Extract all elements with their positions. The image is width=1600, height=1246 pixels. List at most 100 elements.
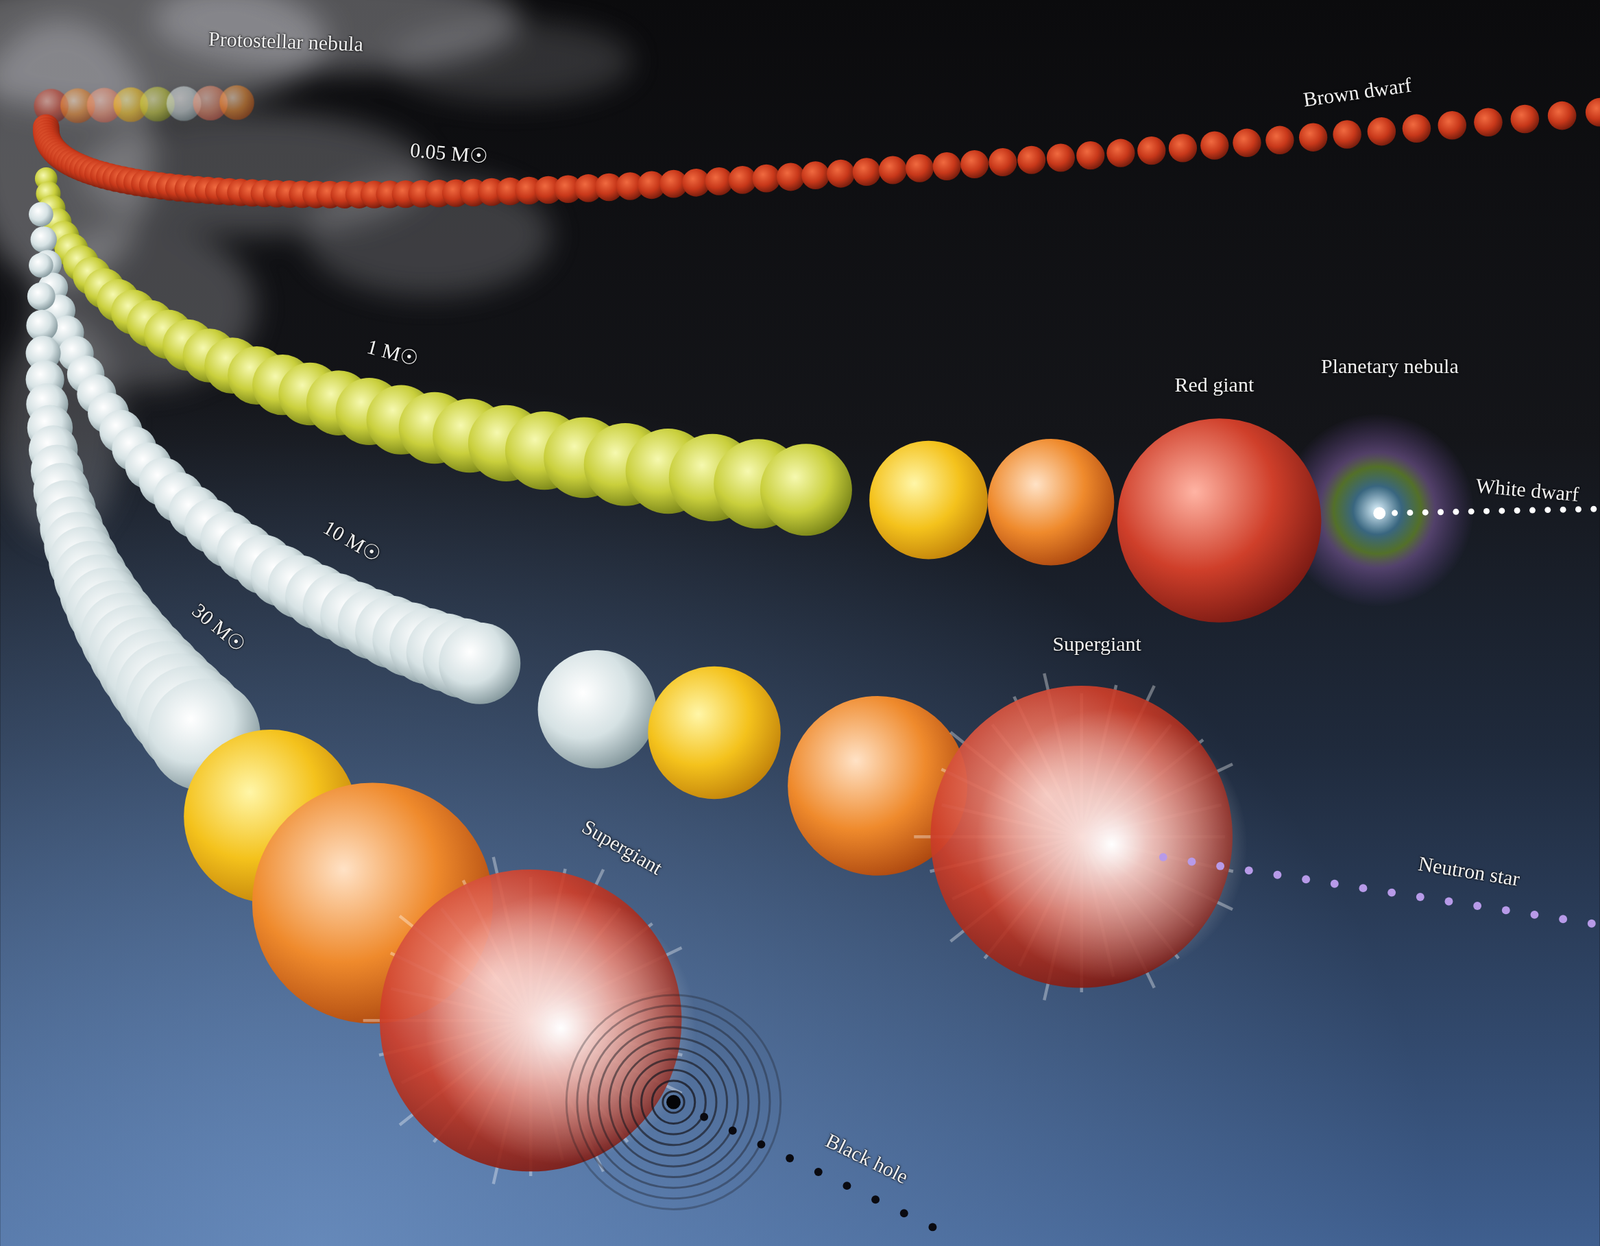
stage-label: Protostellar nebula <box>207 26 364 55</box>
star-sphere <box>28 202 54 227</box>
star-sphere <box>728 165 757 195</box>
star-sphere <box>219 85 255 120</box>
star-sphere <box>752 164 781 193</box>
stage-label: 1 M☉ <box>364 334 421 371</box>
ten-mass-track <box>28 202 968 876</box>
neutron-star-dot <box>1473 901 1482 910</box>
star-sphere <box>826 159 855 188</box>
star-sphere <box>30 226 57 253</box>
stage-label: 10 M☉ <box>319 515 385 567</box>
thirty-mass-track <box>26 252 494 1024</box>
star-sphere <box>1299 122 1328 151</box>
star-sphere <box>1265 126 1294 155</box>
star-sphere <box>1076 141 1105 170</box>
black-hole-dot <box>928 1222 938 1231</box>
red-giant-sphere <box>1117 418 1322 623</box>
white-dwarf-dot <box>1437 508 1444 515</box>
gravity-ring <box>641 1069 707 1134</box>
stage-label: Planetary nebula <box>1318 353 1461 377</box>
star-sphere <box>1168 133 1197 162</box>
star-sphere <box>932 152 962 181</box>
star-sphere <box>878 156 907 185</box>
star-sphere <box>960 150 989 179</box>
neutron-star-dot <box>1587 919 1596 928</box>
white-dwarf-dot <box>1483 507 1490 515</box>
white-dwarf-dot <box>1422 509 1429 516</box>
gravity-ring <box>577 1005 770 1199</box>
black-hole-dot <box>756 1140 766 1149</box>
black-hole-dot <box>699 1112 709 1121</box>
supernova-glow <box>976 708 1248 980</box>
neutron-star-dot <box>1358 883 1367 892</box>
neutron-star-dot <box>1216 861 1225 870</box>
protostellar-nebula <box>0 0 633 541</box>
neutron-star-dot <box>1187 857 1196 866</box>
star-sphere <box>1046 143 1075 172</box>
stage-label: 30 M☉ <box>187 598 251 657</box>
neutron-star-dot <box>1159 852 1168 862</box>
neutron-star-dot <box>1501 905 1511 914</box>
star-sphere <box>1585 98 1600 127</box>
star-sphere <box>905 154 934 183</box>
star-sphere <box>1332 119 1361 149</box>
black-hole-dot <box>728 1126 737 1135</box>
neutron-star-trail <box>1159 852 1596 928</box>
star-sphere <box>647 666 781 799</box>
star-sphere <box>1232 128 1261 157</box>
star-sphere <box>538 649 657 769</box>
gravity-ring <box>619 1048 727 1156</box>
stage-label: Black hole <box>822 1128 913 1188</box>
black-hole-dot <box>785 1153 794 1162</box>
star-sphere <box>760 443 853 536</box>
star-sphere <box>1200 131 1229 160</box>
star-sphere <box>1438 111 1468 140</box>
star-sphere <box>1510 104 1540 134</box>
star-sphere <box>988 148 1017 177</box>
white-dwarf-dot <box>1468 507 1475 515</box>
white-dwarf-dot <box>1575 505 1582 513</box>
neutron-star-dot <box>1530 910 1539 919</box>
neutron-star-dot <box>1301 874 1311 883</box>
gravity-ring <box>598 1026 749 1178</box>
neutron-star-dot <box>1244 865 1254 875</box>
star-sphere <box>1367 117 1396 146</box>
supernova-glow <box>425 891 697 1164</box>
black-hole-dot <box>843 1181 852 1190</box>
star-sphere <box>1137 136 1166 165</box>
white-dwarf-dot <box>1406 509 1413 516</box>
star-sphere <box>28 252 54 278</box>
stage-label: Brown dwarf <box>1301 73 1413 112</box>
star-sphere <box>1106 139 1135 168</box>
neutron-star-dot <box>1416 892 1425 901</box>
neutron-star-dot <box>1444 897 1453 906</box>
white-dwarf-dot <box>1560 506 1567 513</box>
white-dwarf-dot <box>1452 508 1459 515</box>
star-sphere <box>852 157 881 186</box>
black-hole-core <box>666 1094 681 1110</box>
star-sphere <box>1117 418 1322 623</box>
neutron-star-dot <box>1558 914 1568 923</box>
star-sphere <box>1017 146 1046 175</box>
stage-label: White dwarf <box>1475 473 1581 506</box>
white-dwarf-dot <box>1373 507 1386 520</box>
star-sphere <box>801 161 830 190</box>
black-hole-dot <box>814 1167 823 1176</box>
stage-label: Supergiant <box>1052 631 1141 654</box>
white-dwarf-dot <box>1498 507 1505 514</box>
black-hole-dot <box>871 1194 880 1204</box>
stage-label: Supergiant <box>578 815 668 879</box>
white-dwarf-trail <box>1373 505 1597 520</box>
black-hole-dot <box>900 1208 909 1217</box>
neutron-star-dot <box>1387 888 1396 897</box>
upper-supergiant <box>913 673 1248 1001</box>
gravity-ring <box>651 1080 696 1124</box>
gravity-ring <box>587 1015 759 1188</box>
stage-label: Red giant <box>1174 372 1254 395</box>
star-sphere <box>1402 114 1432 144</box>
star-sphere <box>27 282 56 311</box>
star-sphere <box>1547 101 1577 131</box>
star-sphere <box>869 440 988 560</box>
